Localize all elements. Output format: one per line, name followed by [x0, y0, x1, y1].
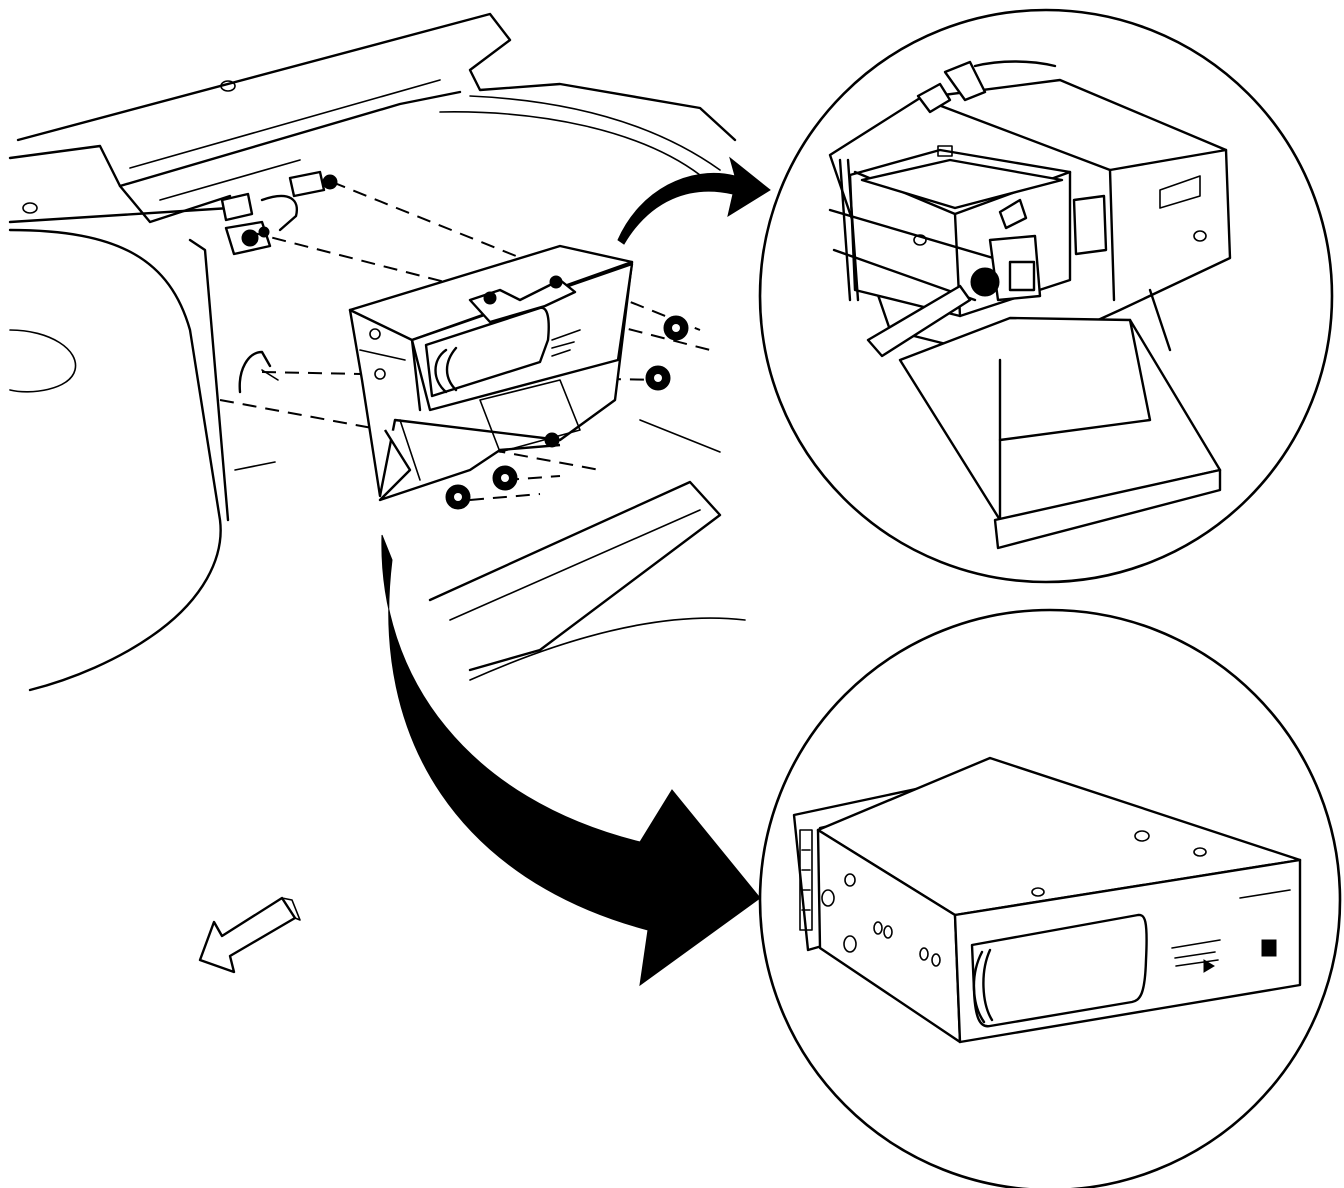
compartment-assembly — [348, 244, 634, 502]
front-indicator-arrow — [198, 896, 301, 974]
mounting-nut — [445, 484, 471, 510]
mounting-nut — [645, 365, 671, 391]
arrow-to-upper-detail — [617, 156, 771, 245]
detail-view-bracket — [758, 8, 1334, 584]
mounting-nut — [492, 465, 518, 491]
mounting-nuts — [445, 315, 689, 510]
instrument-panel — [8, 12, 746, 692]
wiring-connector — [220, 170, 338, 256]
detail-view-unit — [758, 608, 1342, 1188]
arrow-to-lower-detail — [381, 534, 761, 987]
mounting-nut — [663, 315, 689, 341]
